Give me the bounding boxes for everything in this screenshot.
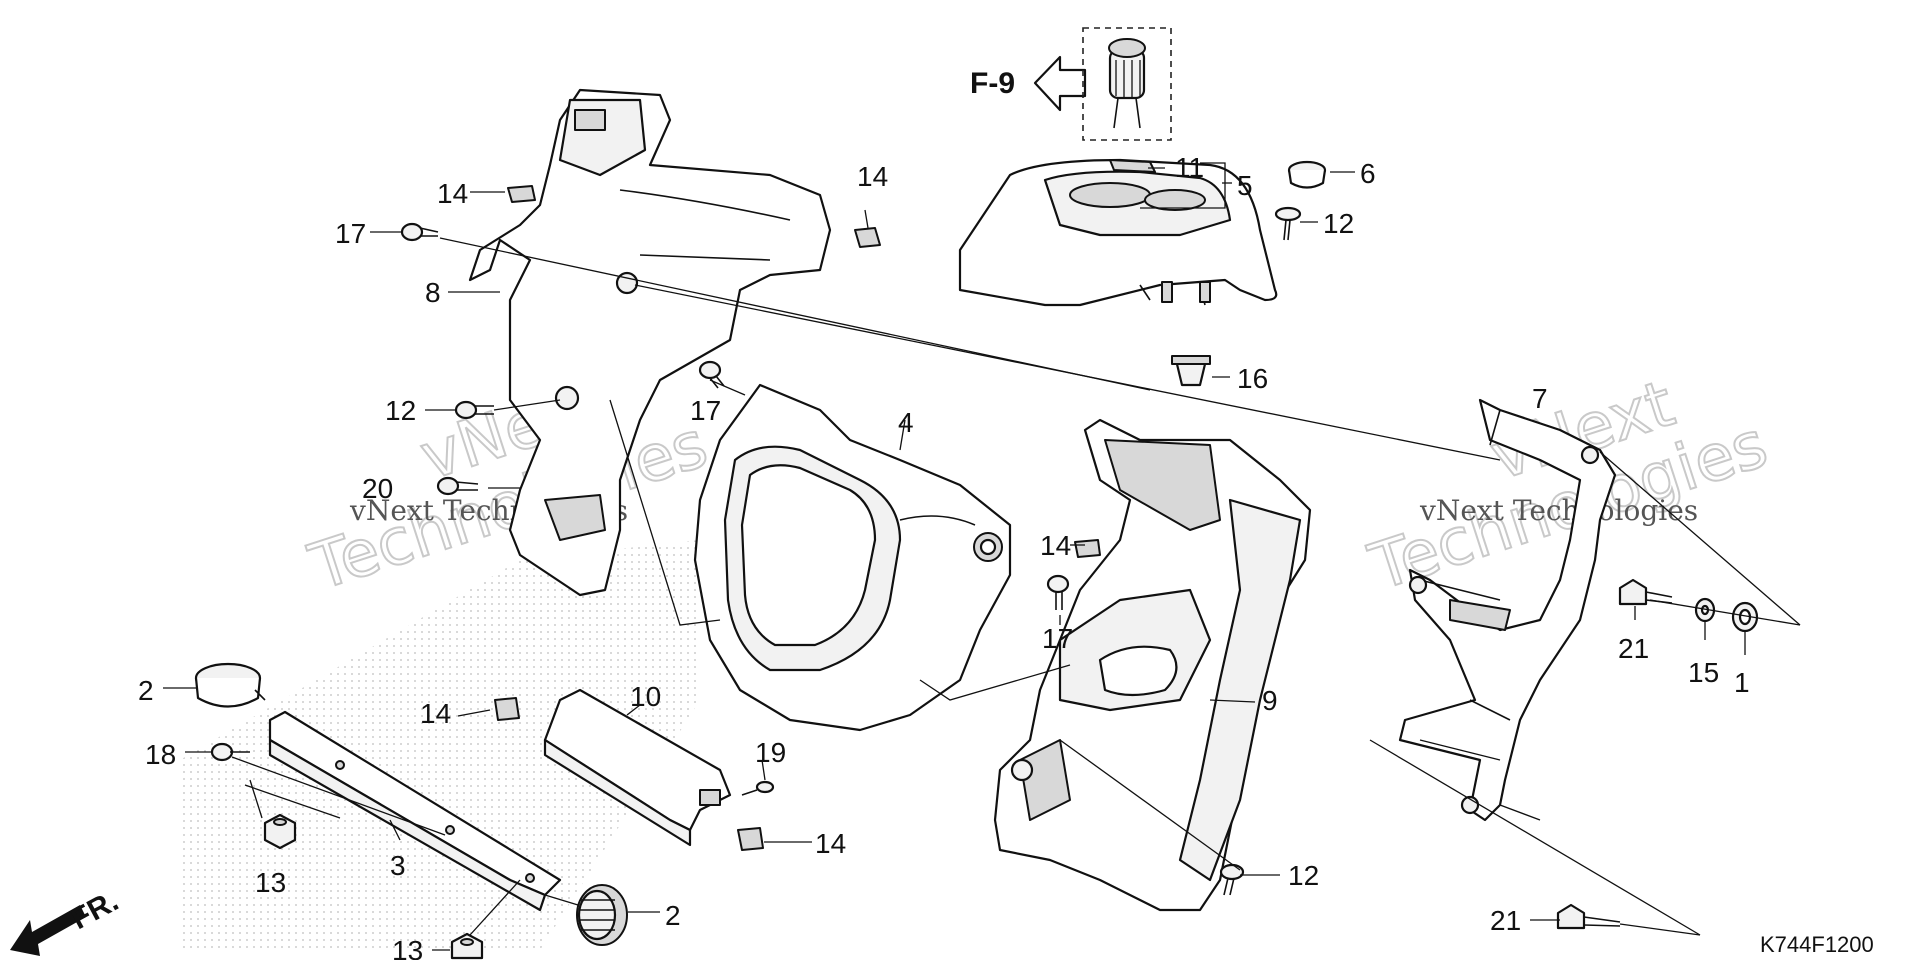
callout-14: 14 <box>420 698 451 729</box>
callout-14: 14 <box>437 178 468 209</box>
bolt-17-top <box>400 222 439 242</box>
callout-12: 12 <box>385 395 416 426</box>
callout-8: 8 <box>425 277 441 308</box>
front-label: FR. <box>66 884 124 936</box>
grommet-lower <box>576 884 628 946</box>
reference-label: F-9 <box>970 67 1015 100</box>
callout-13: 13 <box>392 935 423 960</box>
part-12-screw-top <box>1274 206 1302 241</box>
callout-11: 11 <box>1175 152 1204 183</box>
callout-16: 16 <box>1237 363 1268 394</box>
bolt-17-right <box>1046 574 1070 610</box>
clip-14-d <box>494 697 520 721</box>
bolt-21-upper <box>1618 578 1673 606</box>
bolt-18 <box>210 742 250 762</box>
callout-13: 13 <box>255 867 286 898</box>
nut-13-upper <box>263 813 297 850</box>
clip-14-c <box>1074 539 1101 558</box>
callout-14: 14 <box>815 828 846 859</box>
bolt-21-lower <box>1556 903 1621 930</box>
leg-cover-right <box>993 418 1312 912</box>
callout-7: 7 <box>1532 383 1548 414</box>
reference-arrow-icon <box>1033 55 1087 112</box>
ignition-switch-icon <box>1108 38 1146 129</box>
leader-lines <box>163 162 1801 951</box>
part-11-clip <box>1109 159 1156 173</box>
callout-4: 4 <box>898 407 914 438</box>
callout-18: 18 <box>145 739 176 770</box>
callout-6: 6 <box>1360 158 1376 189</box>
reference-dashed-box <box>1082 27 1172 141</box>
nut-13-lower <box>450 932 484 960</box>
grommet-upper <box>194 662 266 708</box>
callout-14: 14 <box>857 161 888 192</box>
stay-frame-right <box>1398 398 1617 822</box>
callout-17: 17 <box>335 218 366 249</box>
bolt-17-mid <box>698 360 725 389</box>
callout-17: 17 <box>690 395 721 426</box>
part-6-cap <box>1287 160 1327 189</box>
front-arrow-icon <box>10 905 86 956</box>
callout-5: 5 <box>1237 170 1253 201</box>
part-16-clip <box>1171 355 1211 387</box>
watermark-caption: vNext Technologies <box>1419 494 1698 527</box>
front-cover-center <box>693 383 1012 732</box>
screw-19 <box>741 780 775 796</box>
callout-2: 2 <box>665 900 681 931</box>
callout-3: 3 <box>390 850 406 881</box>
grommet-1 <box>1731 601 1759 633</box>
clip-14-b <box>854 227 881 248</box>
callout-10: 10 <box>630 681 661 712</box>
callout-2: 2 <box>138 675 154 706</box>
callout-14: 14 <box>1040 530 1071 561</box>
diagram-code: K744F1200 <box>1760 932 1874 957</box>
callout-12: 12 <box>1323 208 1354 239</box>
clip-14-e <box>737 827 764 851</box>
bolt-20 <box>436 476 479 496</box>
inner-cover-left <box>468 88 832 597</box>
lower-stay <box>268 710 562 912</box>
callout-20: 20 <box>362 473 393 504</box>
part-10-box <box>543 688 732 847</box>
callout-15: 15 <box>1688 657 1719 688</box>
callout-19: 19 <box>755 737 786 768</box>
dotted-shading <box>180 540 700 950</box>
clip-14-a <box>507 185 536 203</box>
callout-9: 9 <box>1262 685 1278 716</box>
callout-17: 17 <box>1042 623 1073 654</box>
callout-12: 12 <box>1288 860 1319 891</box>
callout-1: 1 <box>1734 667 1750 698</box>
callout-21: 21 <box>1490 905 1521 936</box>
front-direction-marker: FR. <box>10 884 124 956</box>
meter-cover <box>958 158 1278 307</box>
callout-21: 21 <box>1618 633 1649 664</box>
